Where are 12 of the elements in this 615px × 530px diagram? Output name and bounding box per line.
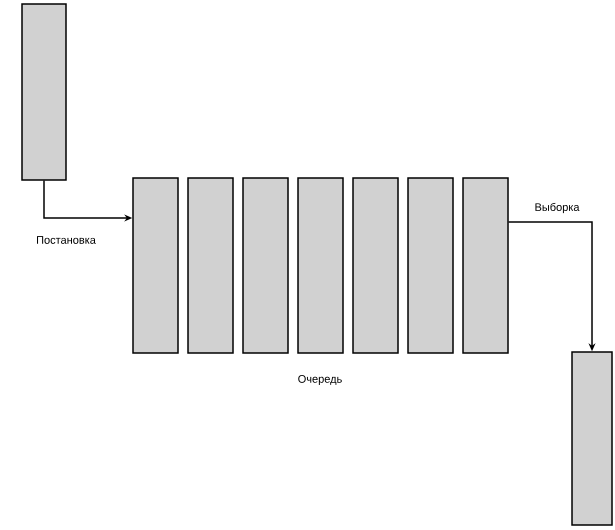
- queue-box: [352, 177, 399, 354]
- edge-label: Постановка: [35, 235, 97, 245]
- queue-box: [132, 177, 179, 354]
- queue-label: Очередь: [298, 375, 342, 385]
- queue-box: [187, 177, 234, 354]
- queue-box: [21, 3, 67, 181]
- queue-box: [571, 351, 613, 526]
- queue-box: [297, 177, 344, 354]
- queue-box: [242, 177, 289, 354]
- queue-box: [407, 177, 454, 354]
- edge-label: Выборка: [534, 202, 580, 214]
- queue-box: [462, 177, 509, 354]
